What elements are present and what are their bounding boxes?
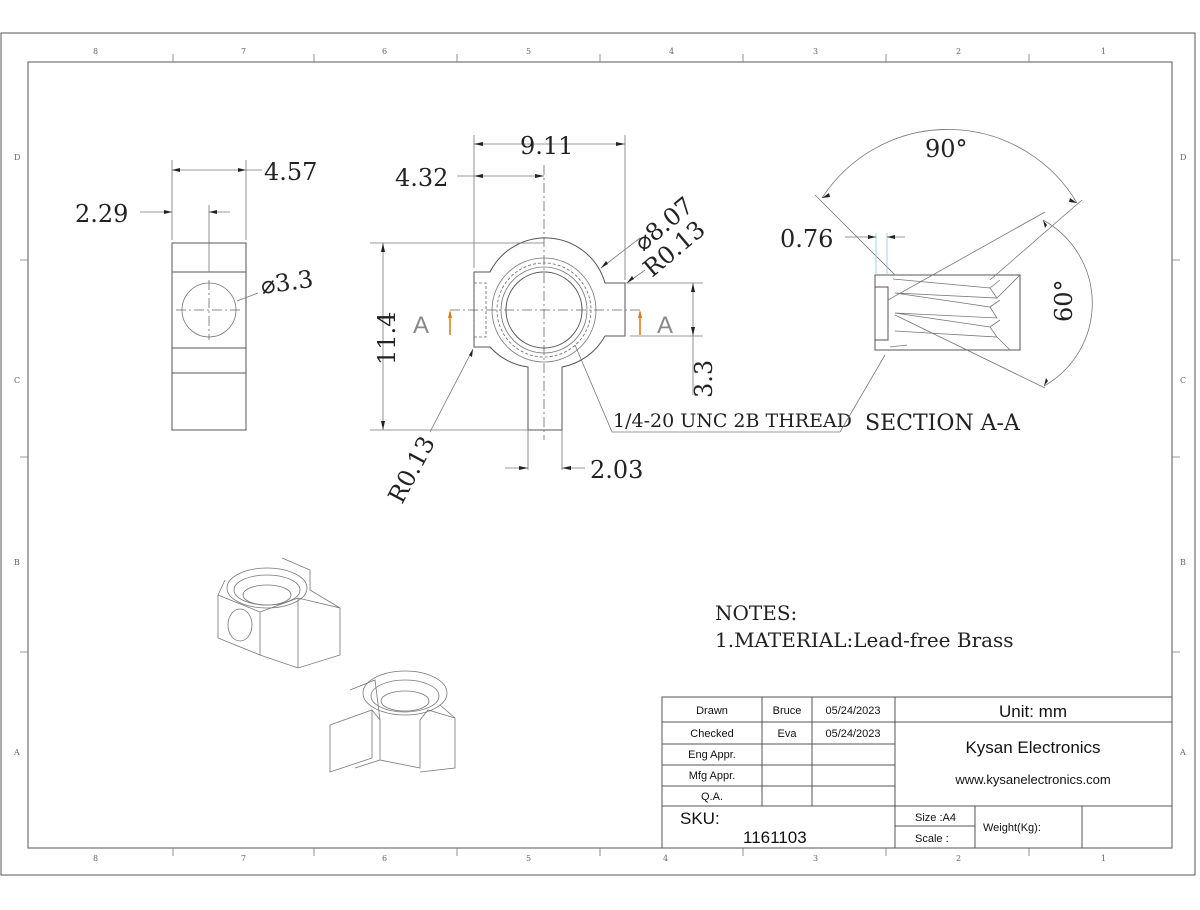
size-label: Size :A4	[915, 812, 956, 824]
isometric-view-1	[217, 557, 341, 669]
approval-role: Eng Appr.	[688, 749, 736, 761]
row-label: C	[14, 376, 20, 385]
scale-label: Scale :	[915, 833, 949, 845]
row-label: B	[14, 558, 20, 567]
notes-heading: NOTES:	[715, 601, 797, 625]
dim-tab-height: 3.3	[690, 360, 718, 398]
col-label: 1	[1101, 47, 1106, 56]
col-label: 5	[526, 854, 531, 863]
approval-name: Eva	[778, 728, 798, 740]
border-ticks	[20, 54, 1180, 856]
col-label: 2	[956, 854, 961, 863]
section-marker-right: A	[657, 312, 673, 339]
col-label: 5	[526, 47, 531, 56]
dim-hole: ⌀3.3	[259, 265, 315, 300]
col-label: 6	[382, 854, 387, 863]
col-label: 3	[813, 854, 818, 863]
col-label: 7	[241, 854, 246, 863]
dim-height: 11.4	[373, 312, 401, 365]
col-label: 7	[241, 47, 246, 56]
dim-chamfer: 0.76	[780, 225, 833, 253]
outer-border	[0, 32, 1196, 876]
title-block: Drawn Bruce 05/24/2023 Checked Eva 05/24…	[661, 696, 1173, 849]
approval-role: Drawn	[696, 705, 728, 717]
dim-tab-width: 2.03	[590, 456, 643, 484]
company-name: Kysan Electronics	[965, 738, 1100, 757]
row-label: D	[1180, 153, 1186, 162]
sku-label: SKU:	[680, 809, 720, 828]
note-item: 1.MATERIAL:Lead-free Brass	[715, 628, 1014, 652]
section-marker-left: A	[413, 312, 429, 339]
col-label: 4	[669, 47, 674, 56]
col-label: 6	[382, 47, 387, 56]
row-labels: D C B A D C B A	[13, 153, 1186, 757]
col-label: 8	[93, 854, 98, 863]
company-website: www.kysanelectronics.com	[954, 772, 1110, 787]
isometric-view-2	[329, 670, 456, 773]
row-label: A	[1179, 748, 1186, 757]
approval-role: Mfg Appr.	[689, 770, 735, 782]
front-view: A A 9.11 4.32 ⌀8.07 R0.13 11.4 3.3 R0.13…	[370, 132, 852, 508]
col-label: 3	[813, 47, 818, 56]
unit-label: Unit: mm	[999, 702, 1067, 721]
sku-value: 1161103	[743, 828, 807, 847]
col-label: 2	[956, 47, 961, 56]
column-labels-top: 8 7 6 5 4 3 2 1	[93, 47, 1106, 56]
row-label: B	[1180, 558, 1186, 567]
dim-width: 4.57	[264, 158, 317, 186]
dim-total-width: 9.11	[520, 132, 573, 160]
col-label: 8	[93, 47, 98, 56]
thread-callout: 1/4-20 UNC 2B THREAD	[613, 410, 852, 432]
dim-center-offset: 4.32	[395, 164, 448, 192]
weight-label: Weight(Kg):	[983, 822, 1041, 834]
approval-role: Checked	[690, 728, 733, 740]
inner-border	[27, 61, 1173, 849]
angle-side: 60°	[1050, 279, 1078, 322]
row-label: C	[1180, 376, 1186, 385]
row-label: D	[14, 153, 20, 162]
approval-name: Bruce	[773, 705, 802, 717]
section-title: SECTION A-A	[865, 411, 1021, 436]
section-view: 90° 60° 0.76 SECTION A-A	[780, 129, 1093, 436]
section-arrows	[449, 312, 641, 335]
column-labels-bottom: 8 7 6 5 4 3 2 1	[93, 854, 1106, 863]
approval-row: Checked Eva 05/24/2023	[690, 728, 880, 740]
col-label: 4	[663, 854, 668, 863]
approval-date: 05/24/2023	[825, 728, 880, 740]
approval-row: Drawn Bruce 05/24/2023	[696, 705, 880, 717]
angle-top: 90°	[925, 135, 968, 163]
col-label: 1	[1101, 854, 1106, 863]
dim-offset: 2.29	[75, 200, 128, 228]
side-view: 4.57 2.29 ⌀3.3	[75, 158, 317, 431]
row-label: A	[13, 748, 20, 757]
approval-date: 05/24/2023	[825, 705, 880, 717]
approval-role: Q.A.	[701, 791, 723, 803]
dim-radius-left: R0.13	[383, 432, 441, 508]
